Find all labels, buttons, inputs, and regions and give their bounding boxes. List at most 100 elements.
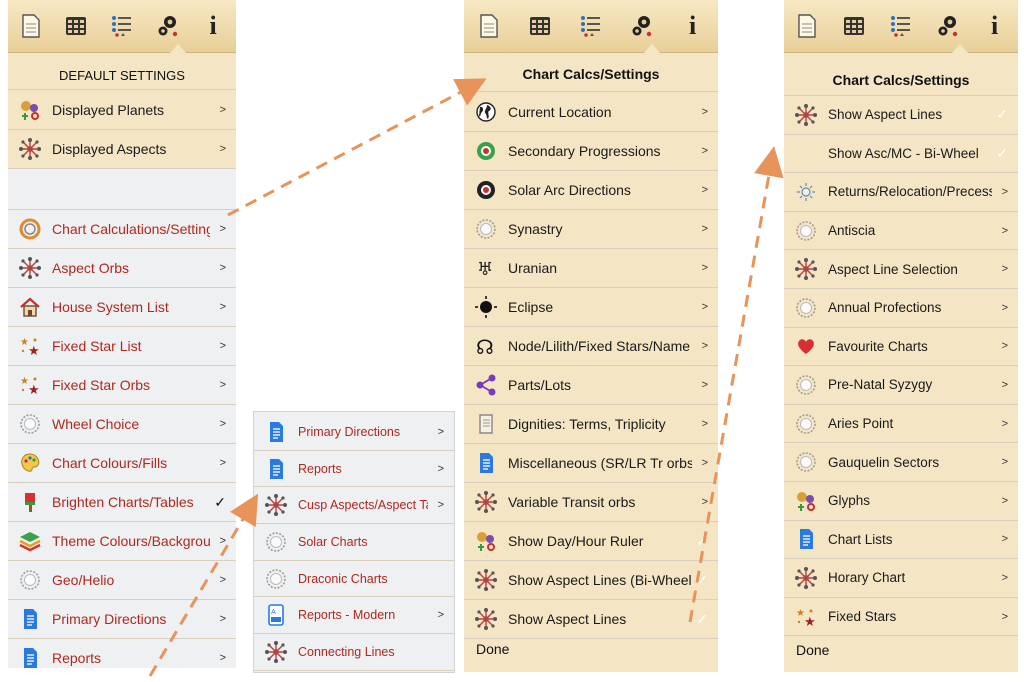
info-tab-icon[interactable]: i: [990, 11, 999, 40]
menu-item-label: Show Aspect Lines: [508, 611, 627, 627]
settings-tab-icon[interactable]: [156, 12, 180, 40]
menu-item-label: Reports: [52, 650, 102, 666]
done-button[interactable]: Done: [476, 641, 510, 657]
menu-item-returns-relocation-precession[interactable]: Returns/Relocation/Precession>: [784, 173, 1018, 212]
toolbar: i: [8, 0, 236, 53]
menu-item-aspect-line-selection[interactable]: Aspect Line Selection>: [784, 250, 1018, 289]
menu-item-favourite-charts[interactable]: Favourite Charts>: [784, 327, 1018, 367]
menu-item-secondary-progressions[interactable]: Secondary Progressions>: [464, 132, 718, 171]
menu-item-show-aspect-lines[interactable]: Show Aspect Lines✓: [464, 600, 718, 639]
chevron-right-icon: >: [219, 418, 226, 430]
heart-icon: [794, 334, 818, 358]
svg-text:★: ★: [28, 343, 40, 357]
menu-item-label: Chart Lists: [828, 531, 893, 547]
menu-item-label: Chart Colours/Fills: [52, 455, 168, 471]
menu-item-miscellaneous-sr-lr-tr-orbs[interactable]: Miscellaneous (SR/LR Tr orbs)>: [464, 444, 718, 483]
svg-text:★: ★: [28, 382, 40, 396]
menu-item-house-system-list[interactable]: House System List>: [8, 288, 236, 327]
menu-item-horary-chart[interactable]: Horary Chart>: [784, 559, 1018, 598]
menu-item-show-aspect-lines[interactable]: Show Aspect Lines✓: [784, 96, 1018, 135]
menu-item-uranian[interactable]: ♅Uranian>: [464, 249, 718, 288]
share-icon: [474, 373, 498, 397]
menu-item-glyphs[interactable]: Glyphs>: [784, 481, 1018, 521]
popover-notch: [644, 44, 660, 53]
menu-item-theme-colours-background[interactable]: Theme Colours/Background>: [8, 522, 236, 561]
menu-item-variable-transit-orbs[interactable]: Variable Transit orbs>: [464, 483, 718, 522]
menu-item-parts-lots[interactable]: Parts/Lots>: [464, 366, 718, 405]
menu-item-antiscia[interactable]: Antiscia>: [784, 211, 1018, 251]
aspects-icon: [794, 103, 818, 127]
menu-item-node-lilith-fixed-stars-name[interactable]: ☊Node/Lilith/Fixed Stars/Name>: [464, 327, 718, 366]
menu-item-draconic-charts[interactable]: Draconic Charts: [254, 560, 454, 598]
menu-item-aries-point[interactable]: Aries Point>: [784, 404, 1018, 444]
menu-item-show-day-hour-ruler[interactable]: Show Day/Hour Ruler✓: [464, 522, 718, 561]
chevron-right-icon: >: [1001, 417, 1008, 430]
menu-item-displayed-aspects[interactable]: Displayed Aspects>: [8, 130, 236, 169]
menu-item-solar-arc-directions[interactable]: Solar Arc Directions>: [464, 171, 718, 210]
menu-item-chart-lists[interactable]: Chart Lists >: [784, 520, 1018, 560]
aspects-icon: [18, 256, 42, 280]
chevron-right-icon: >: [701, 262, 708, 274]
menu-item-chart-colours-fills[interactable]: Chart Colours/Fills>: [8, 444, 236, 483]
menu-item-geo-helio[interactable]: Geo/Helio>: [8, 561, 236, 600]
menu-item-gauquelin-sectors[interactable]: Gauquelin Sectors>: [784, 443, 1018, 482]
menu-item-aspect-orbs[interactable]: Aspect Orbs>: [8, 249, 236, 288]
menu-item-annual-profections[interactable]: Annual Profections>: [784, 288, 1018, 328]
grid-tab-icon[interactable]: [842, 12, 866, 40]
menu-item-solar-charts[interactable]: Solar Charts: [254, 524, 454, 561]
chevron-right-icon: >: [219, 340, 226, 352]
list-tab-icon[interactable]: [579, 12, 603, 40]
menu-item-label: Eclipse: [508, 299, 554, 315]
chart-ring-icon: [18, 217, 42, 241]
menu-item-label: Displayed Planets: [52, 102, 165, 118]
menu-item-fixed-star-list[interactable]: ★★Fixed Star List>: [8, 327, 236, 366]
menu-item-reports[interactable]: Reports>: [8, 639, 236, 668]
menu-item-label: Aspect Orbs: [52, 260, 130, 276]
chevron-right-icon: >: [1001, 571, 1008, 584]
menu-item-show-aspect-lines-bi-wheel[interactable]: Show Aspect Lines (Bi-Wheel)✓: [464, 561, 718, 600]
menu-item-label: Variable Transit orbs: [508, 494, 636, 510]
menu-item-label: Returns/Relocation/Precession: [828, 184, 992, 200]
chevron-right-icon: >: [701, 223, 708, 235]
menu-item-show-asc-mc-bi-wheel[interactable]: Show Asc/MC - Bi-Wheel✓: [784, 134, 1018, 174]
wheel-icon: [18, 412, 42, 436]
menu-item-label: Favourite Charts: [828, 338, 928, 354]
menu-item-synastry[interactable]: Synastry>: [464, 210, 718, 249]
menu-item-connecting-lines[interactable]: Connecting Lines: [254, 634, 454, 671]
settings-tab-icon[interactable]: [936, 12, 960, 40]
info-tab-icon[interactable]: i: [688, 11, 697, 40]
menu-item-label: Parts/Lots: [508, 377, 572, 393]
chevron-right-icon: >: [437, 425, 444, 438]
menu-item-fixed-star-orbs[interactable]: ★★Fixed Star Orbs>: [8, 366, 236, 405]
menu-item-chart-calculations-settings[interactable]: Chart Calculations/Settings>: [8, 210, 236, 249]
menu-item-fixed-stars[interactable]: ★★Fixed Stars>: [784, 597, 1018, 637]
document-tab-icon[interactable]: [19, 12, 43, 40]
settings-tab-icon[interactable]: [630, 12, 654, 40]
menu-item-label: Geo/Helio: [52, 572, 115, 588]
arrow-to-chart-calcs: [227, 78, 487, 217]
menu-item-cusp-aspects-aspect-table[interactable]: Cusp Aspects/Aspect Table>: [254, 487, 454, 525]
list-tab-icon[interactable]: [889, 12, 913, 40]
info-tab-icon[interactable]: i: [209, 11, 217, 40]
menu-item-eclipse[interactable]: Eclipse>: [464, 288, 718, 327]
document-tab-icon[interactable]: [477, 12, 501, 40]
menu-item-dignities-terms-triplicity[interactable]: Dignities: Terms, Triplicity>: [464, 405, 718, 444]
chevron-right-icon: >: [1001, 533, 1008, 546]
document-tab-icon[interactable]: [795, 12, 819, 40]
grid-tab-icon[interactable]: [64, 12, 88, 40]
menu-item-current-location[interactable]: Current Location>: [464, 93, 718, 132]
wheel-icon: [794, 296, 818, 320]
menu-item-label: Theme Colours/Background: [52, 533, 210, 549]
menu-item-primary-directions[interactable]: Primary Directions>: [254, 414, 454, 451]
menu-item-reports[interactable]: Reports>: [254, 450, 454, 488]
menu-item-label: Aspect Line Selection: [828, 261, 958, 277]
done-button[interactable]: Done: [796, 642, 830, 658]
grid-tab-icon[interactable]: [528, 12, 552, 40]
menu-item-displayed-planets[interactable]: Displayed Planets>: [8, 91, 236, 130]
list-tab-icon[interactable]: [110, 12, 134, 40]
menu-item-brighten-charts-tables[interactable]: Brighten Charts/Tables✓: [8, 483, 236, 522]
menu-item-primary-directions[interactable]: Primary Directions>: [8, 600, 236, 639]
menu-item-pre-natal-syzygy[interactable]: Pre-Natal Syzygy>: [784, 366, 1018, 405]
menu-item-wheel-choice[interactable]: Wheel Choice>: [8, 405, 236, 444]
